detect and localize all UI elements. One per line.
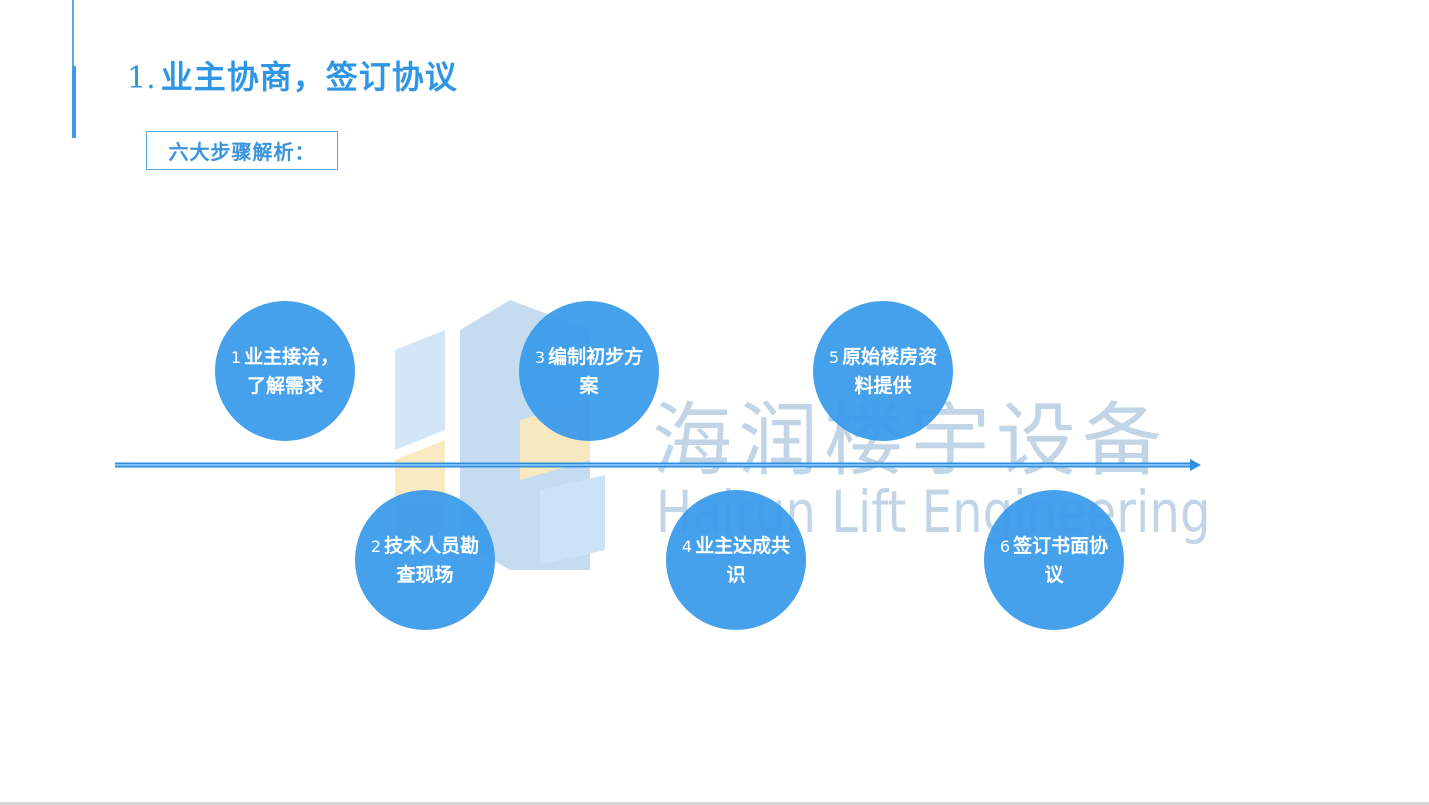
title-text: 业主协商，签订协议 (160, 58, 458, 96)
step-2-label: 技术人员勘查现场 (384, 534, 480, 586)
page-title: 1. 业主协商，签订协议 (127, 52, 458, 98)
step-3-number: 3 (534, 347, 546, 367)
subtitle-box: 六大步骤解析： (146, 131, 338, 170)
step-5-number: 5 (828, 347, 840, 367)
title-accent-line (72, 0, 74, 66)
step-4-label: 业主达成共识 (695, 534, 791, 586)
step-4-number: 4 (681, 536, 693, 556)
title-number: 1. (127, 61, 156, 96)
step-3-label: 编制初步方案 (548, 345, 644, 397)
step-2-number: 2 (370, 536, 382, 556)
bottom-border (0, 802, 1429, 805)
step-5-label: 原始楼房资料提供 (842, 345, 938, 397)
step-6-number: 6 (999, 536, 1011, 556)
logo-bar-left-blue (395, 330, 445, 450)
step-1-number: 1 (230, 347, 242, 367)
step-6-label: 签订书面协议 (1013, 534, 1109, 586)
step-1-label: 业主接洽，了解需求 (244, 345, 340, 397)
logo-bar-right-blue (540, 475, 605, 565)
title-accent-bar (72, 66, 76, 138)
